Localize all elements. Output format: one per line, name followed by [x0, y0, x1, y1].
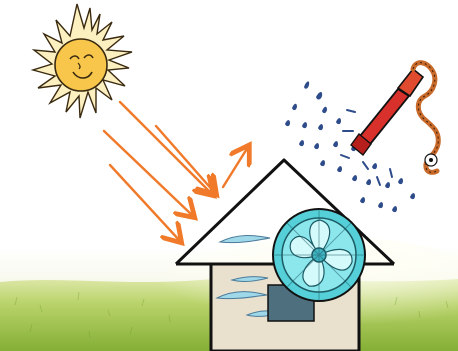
sun-face	[55, 39, 107, 91]
